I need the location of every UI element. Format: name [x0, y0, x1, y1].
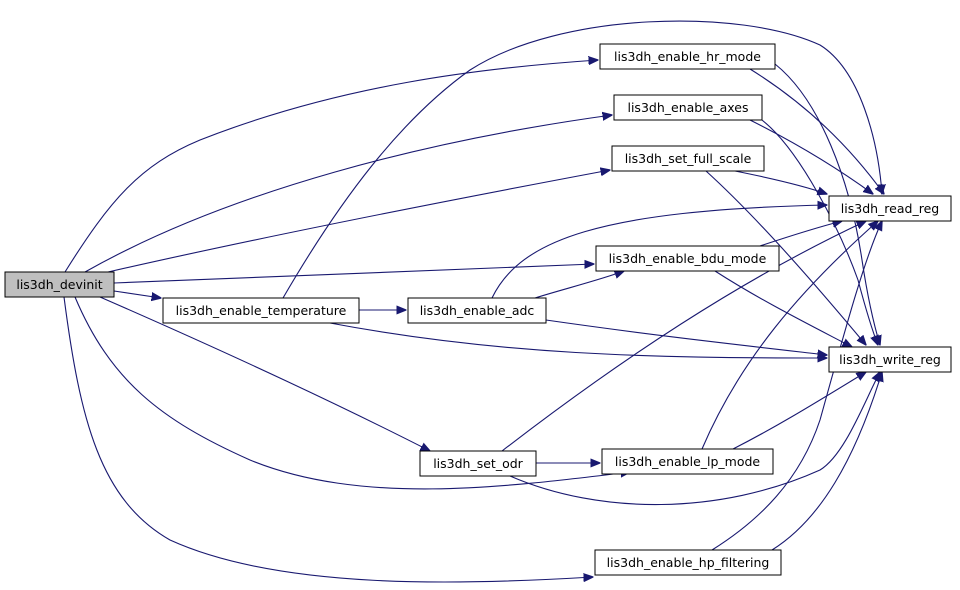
node-enable-temperature[interactable]: lis3dh_enable_temperature — [162, 297, 360, 324]
edge-devinit-to-enable-hr-mode — [64, 60, 598, 273]
node-set-odr[interactable]: lis3dh_set_odr — [419, 450, 537, 477]
edge-enable-axes-to-write-reg — [761, 119, 878, 345]
node-label: lis3dh_read_reg — [841, 201, 939, 216]
edge-enable-temperature-to-read-reg — [282, 20, 882, 299]
edge-enable-lp-mode-to-read-reg — [701, 221, 878, 450]
edge-enable-lp-mode-to-write-reg — [732, 372, 866, 450]
edge-devinit-to-enable-bdu-mode — [113, 264, 594, 284]
edge-enable-bdu-mode-to-read-reg — [759, 221, 842, 247]
edge-devinit-to-enable-temperature — [113, 290, 161, 298]
node-label: lis3dh_write_reg — [839, 352, 941, 367]
node-label: lis3dh_devinit — [16, 277, 102, 292]
node-enable-bdu-mode[interactable]: lis3dh_enable_bdu_mode — [595, 245, 780, 272]
edge-set-full-scale-to-read-reg — [734, 170, 827, 194]
edge-devinit-to-set-odr — [99, 296, 430, 451]
node-devinit[interactable]: lis3dh_devinit — [4, 271, 115, 298]
node-label: lis3dh_set_full_scale — [625, 151, 752, 166]
edge-enable-hr-mode-to-write-reg — [774, 63, 880, 345]
node-label: lis3dh_enable_bdu_mode — [609, 251, 767, 266]
edge-devinit-to-enable-hp-filtering — [63, 296, 593, 583]
node-label: lis3dh_enable_axes — [627, 100, 748, 115]
edge-devinit-to-enable-axes — [84, 115, 612, 273]
edges — [63, 20, 884, 583]
edge-enable-adc-to-write-reg — [545, 319, 827, 355]
nodes: lis3dh_devinit lis3dh_enable_temperature… — [4, 43, 952, 576]
node-enable-adc[interactable]: lis3dh_enable_adc — [407, 297, 547, 324]
edge-enable-axes-to-read-reg — [749, 119, 873, 194]
edge-set-odr-to-write-reg — [509, 372, 880, 506]
node-label: lis3dh_enable_lp_mode — [615, 454, 761, 469]
node-label: lis3dh_enable_hr_mode — [614, 49, 761, 64]
node-label: lis3dh_enable_hp_filtering — [607, 555, 770, 570]
node-enable-hp-filtering[interactable]: lis3dh_enable_hp_filtering — [594, 549, 782, 576]
node-enable-hr-mode[interactable]: lis3dh_enable_hr_mode — [599, 43, 776, 70]
node-label: lis3dh_set_odr — [433, 456, 523, 471]
node-enable-axes[interactable]: lis3dh_enable_axes — [613, 94, 763, 121]
node-enable-lp-mode[interactable]: lis3dh_enable_lp_mode — [601, 448, 774, 475]
edge-enable-hp-filtering-to-read-reg — [711, 221, 882, 551]
edge-devinit-to-enable-lp-mode — [74, 296, 630, 490]
edge-set-full-scale-to-write-reg — [705, 170, 866, 345]
edge-enable-bdu-mode-to-write-reg — [714, 270, 852, 347]
node-set-full-scale[interactable]: lis3dh_set_full_scale — [611, 145, 765, 172]
node-write-reg[interactable]: lis3dh_write_reg — [828, 346, 952, 373]
edge-enable-temperature-to-write-reg — [329, 322, 827, 358]
edge-set-odr-to-read-reg — [501, 221, 866, 452]
node-label: lis3dh_enable_temperature — [176, 303, 347, 318]
node-read-reg[interactable]: lis3dh_read_reg — [828, 195, 952, 222]
edge-enable-adc-to-enable-bdu-mode — [534, 271, 624, 299]
edge-devinit-to-set-full-scale — [107, 170, 610, 273]
edge-enable-hr-mode-to-read-reg — [749, 68, 884, 194]
edge-enable-hp-filtering-to-write-reg — [771, 372, 882, 551]
node-label: lis3dh_enable_adc — [420, 303, 535, 318]
